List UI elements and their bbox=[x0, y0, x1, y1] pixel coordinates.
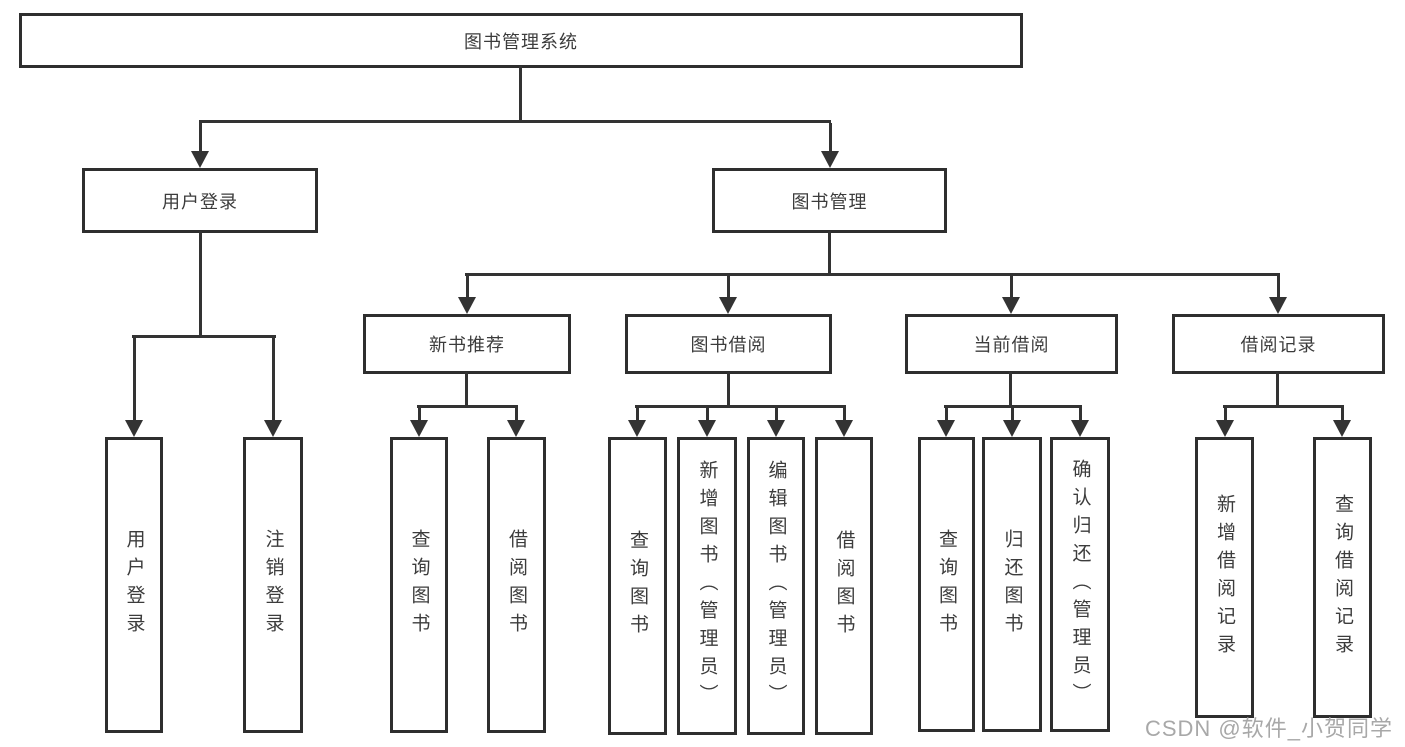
leaf-borrow-add-books-admin-label: 新增图书（管理员） bbox=[696, 460, 718, 712]
arrow-down-icon bbox=[698, 408, 716, 437]
arrow-down-icon bbox=[1216, 408, 1234, 437]
csdn-watermark: CSDN @软件_小贺同学 bbox=[1144, 716, 1393, 741]
connector-line bbox=[465, 273, 1280, 276]
node-current-borrow: 当前借阅 bbox=[905, 314, 1118, 374]
node-current-borrow-label: 当前借阅 bbox=[973, 335, 1050, 355]
node-book-borrow: 图书借阅 bbox=[625, 314, 832, 374]
leaf-borrow-edit-books-admin: 编辑图书（管理员） bbox=[747, 437, 805, 735]
leaf-records-query-record-label: 查询借阅记录 bbox=[1332, 493, 1353, 662]
arrow-down-icon bbox=[507, 408, 525, 437]
node-borrow-records-label: 借阅记录 bbox=[1240, 335, 1317, 355]
leaf-borrow-query-books-label: 查询图书 bbox=[627, 530, 648, 642]
leaf-borrow-query-books: 查询图书 bbox=[608, 437, 667, 735]
node-new-book-recommend-label: 新书推荐 bbox=[429, 335, 505, 355]
arrow-down-icon bbox=[410, 408, 428, 437]
leaf-user-login: 用户登录 bbox=[105, 437, 163, 733]
leaf-recommend-borrow-books-label: 借阅图书 bbox=[506, 529, 527, 641]
node-root-label: 图书管理系统 bbox=[464, 31, 578, 52]
node-root-library-system: 图书管理系统 bbox=[19, 13, 1023, 68]
arrow-down-icon bbox=[719, 276, 737, 314]
arrow-down-icon bbox=[1002, 276, 1020, 314]
leaf-recommend-query-books-label: 查询图书 bbox=[408, 529, 430, 641]
connector-line bbox=[417, 405, 518, 408]
connector-line bbox=[727, 372, 730, 408]
arrow-down-icon bbox=[821, 123, 839, 168]
connector-line bbox=[635, 405, 846, 408]
arrow-down-icon bbox=[191, 123, 209, 168]
leaf-recommend-query-books: 查询图书 bbox=[390, 437, 448, 733]
leaf-borrow-add-books-admin: 新增图书（管理员） bbox=[677, 437, 737, 735]
arrow-down-icon bbox=[835, 408, 853, 437]
arrow-down-icon bbox=[767, 408, 785, 437]
node-user-login: 用户登录 bbox=[82, 168, 318, 233]
node-book-borrow-label: 图书借阅 bbox=[690, 335, 767, 355]
arrow-down-icon bbox=[264, 338, 282, 437]
leaf-recommend-borrow-books: 借阅图书 bbox=[487, 437, 546, 733]
node-book-management: 图书管理 bbox=[712, 168, 947, 233]
leaf-user-login-label: 用户登录 bbox=[123, 529, 145, 641]
leaf-borrow-edit-books-admin-label: 编辑图书（管理员） bbox=[765, 460, 787, 712]
connector-line bbox=[465, 372, 468, 408]
arrow-down-icon bbox=[125, 338, 143, 437]
arrow-down-icon bbox=[628, 408, 646, 437]
leaf-current-return-books-label: 归还图书 bbox=[1001, 528, 1023, 641]
node-book-management-label: 图书管理 bbox=[791, 191, 868, 212]
arrow-down-icon bbox=[458, 276, 476, 314]
leaf-logout-label: 注销登录 bbox=[262, 529, 284, 641]
arrow-down-icon bbox=[1071, 408, 1089, 437]
leaf-current-confirm-return-admin-label: 确认归还（管理员） bbox=[1069, 458, 1091, 711]
node-new-book-recommend: 新书推荐 bbox=[363, 314, 571, 374]
leaf-records-add-record: 新增借阅记录 bbox=[1195, 437, 1254, 718]
arrow-down-icon bbox=[1333, 408, 1351, 437]
leaf-current-return-books: 归还图书 bbox=[982, 437, 1042, 732]
leaf-current-query-books-label: 查询图书 bbox=[936, 528, 957, 641]
connector-line bbox=[132, 335, 276, 338]
node-user-login-label: 用户登录 bbox=[162, 191, 238, 212]
connector-line bbox=[1276, 372, 1279, 408]
leaf-borrow-borrow-books-label: 借阅图书 bbox=[833, 530, 855, 642]
arrow-down-icon bbox=[937, 408, 955, 437]
node-borrow-records: 借阅记录 bbox=[1172, 314, 1385, 374]
leaf-current-query-books: 查询图书 bbox=[918, 437, 975, 732]
connector-line bbox=[944, 405, 1082, 408]
connector-line bbox=[519, 66, 522, 123]
arrow-down-icon bbox=[1003, 408, 1021, 437]
connector-line bbox=[199, 231, 202, 338]
connector-line bbox=[828, 231, 831, 276]
connector-line bbox=[1009, 372, 1012, 408]
leaf-records-query-record: 查询借阅记录 bbox=[1313, 437, 1372, 718]
arrow-down-icon bbox=[1269, 276, 1287, 314]
leaf-borrow-borrow-books: 借阅图书 bbox=[815, 437, 873, 735]
leaf-records-add-record-label: 新增借阅记录 bbox=[1214, 493, 1235, 662]
connector-line bbox=[199, 120, 831, 123]
leaf-current-confirm-return-admin: 确认归还（管理员） bbox=[1050, 437, 1110, 732]
leaf-logout: 注销登录 bbox=[243, 437, 303, 733]
connector-line bbox=[1223, 405, 1344, 408]
